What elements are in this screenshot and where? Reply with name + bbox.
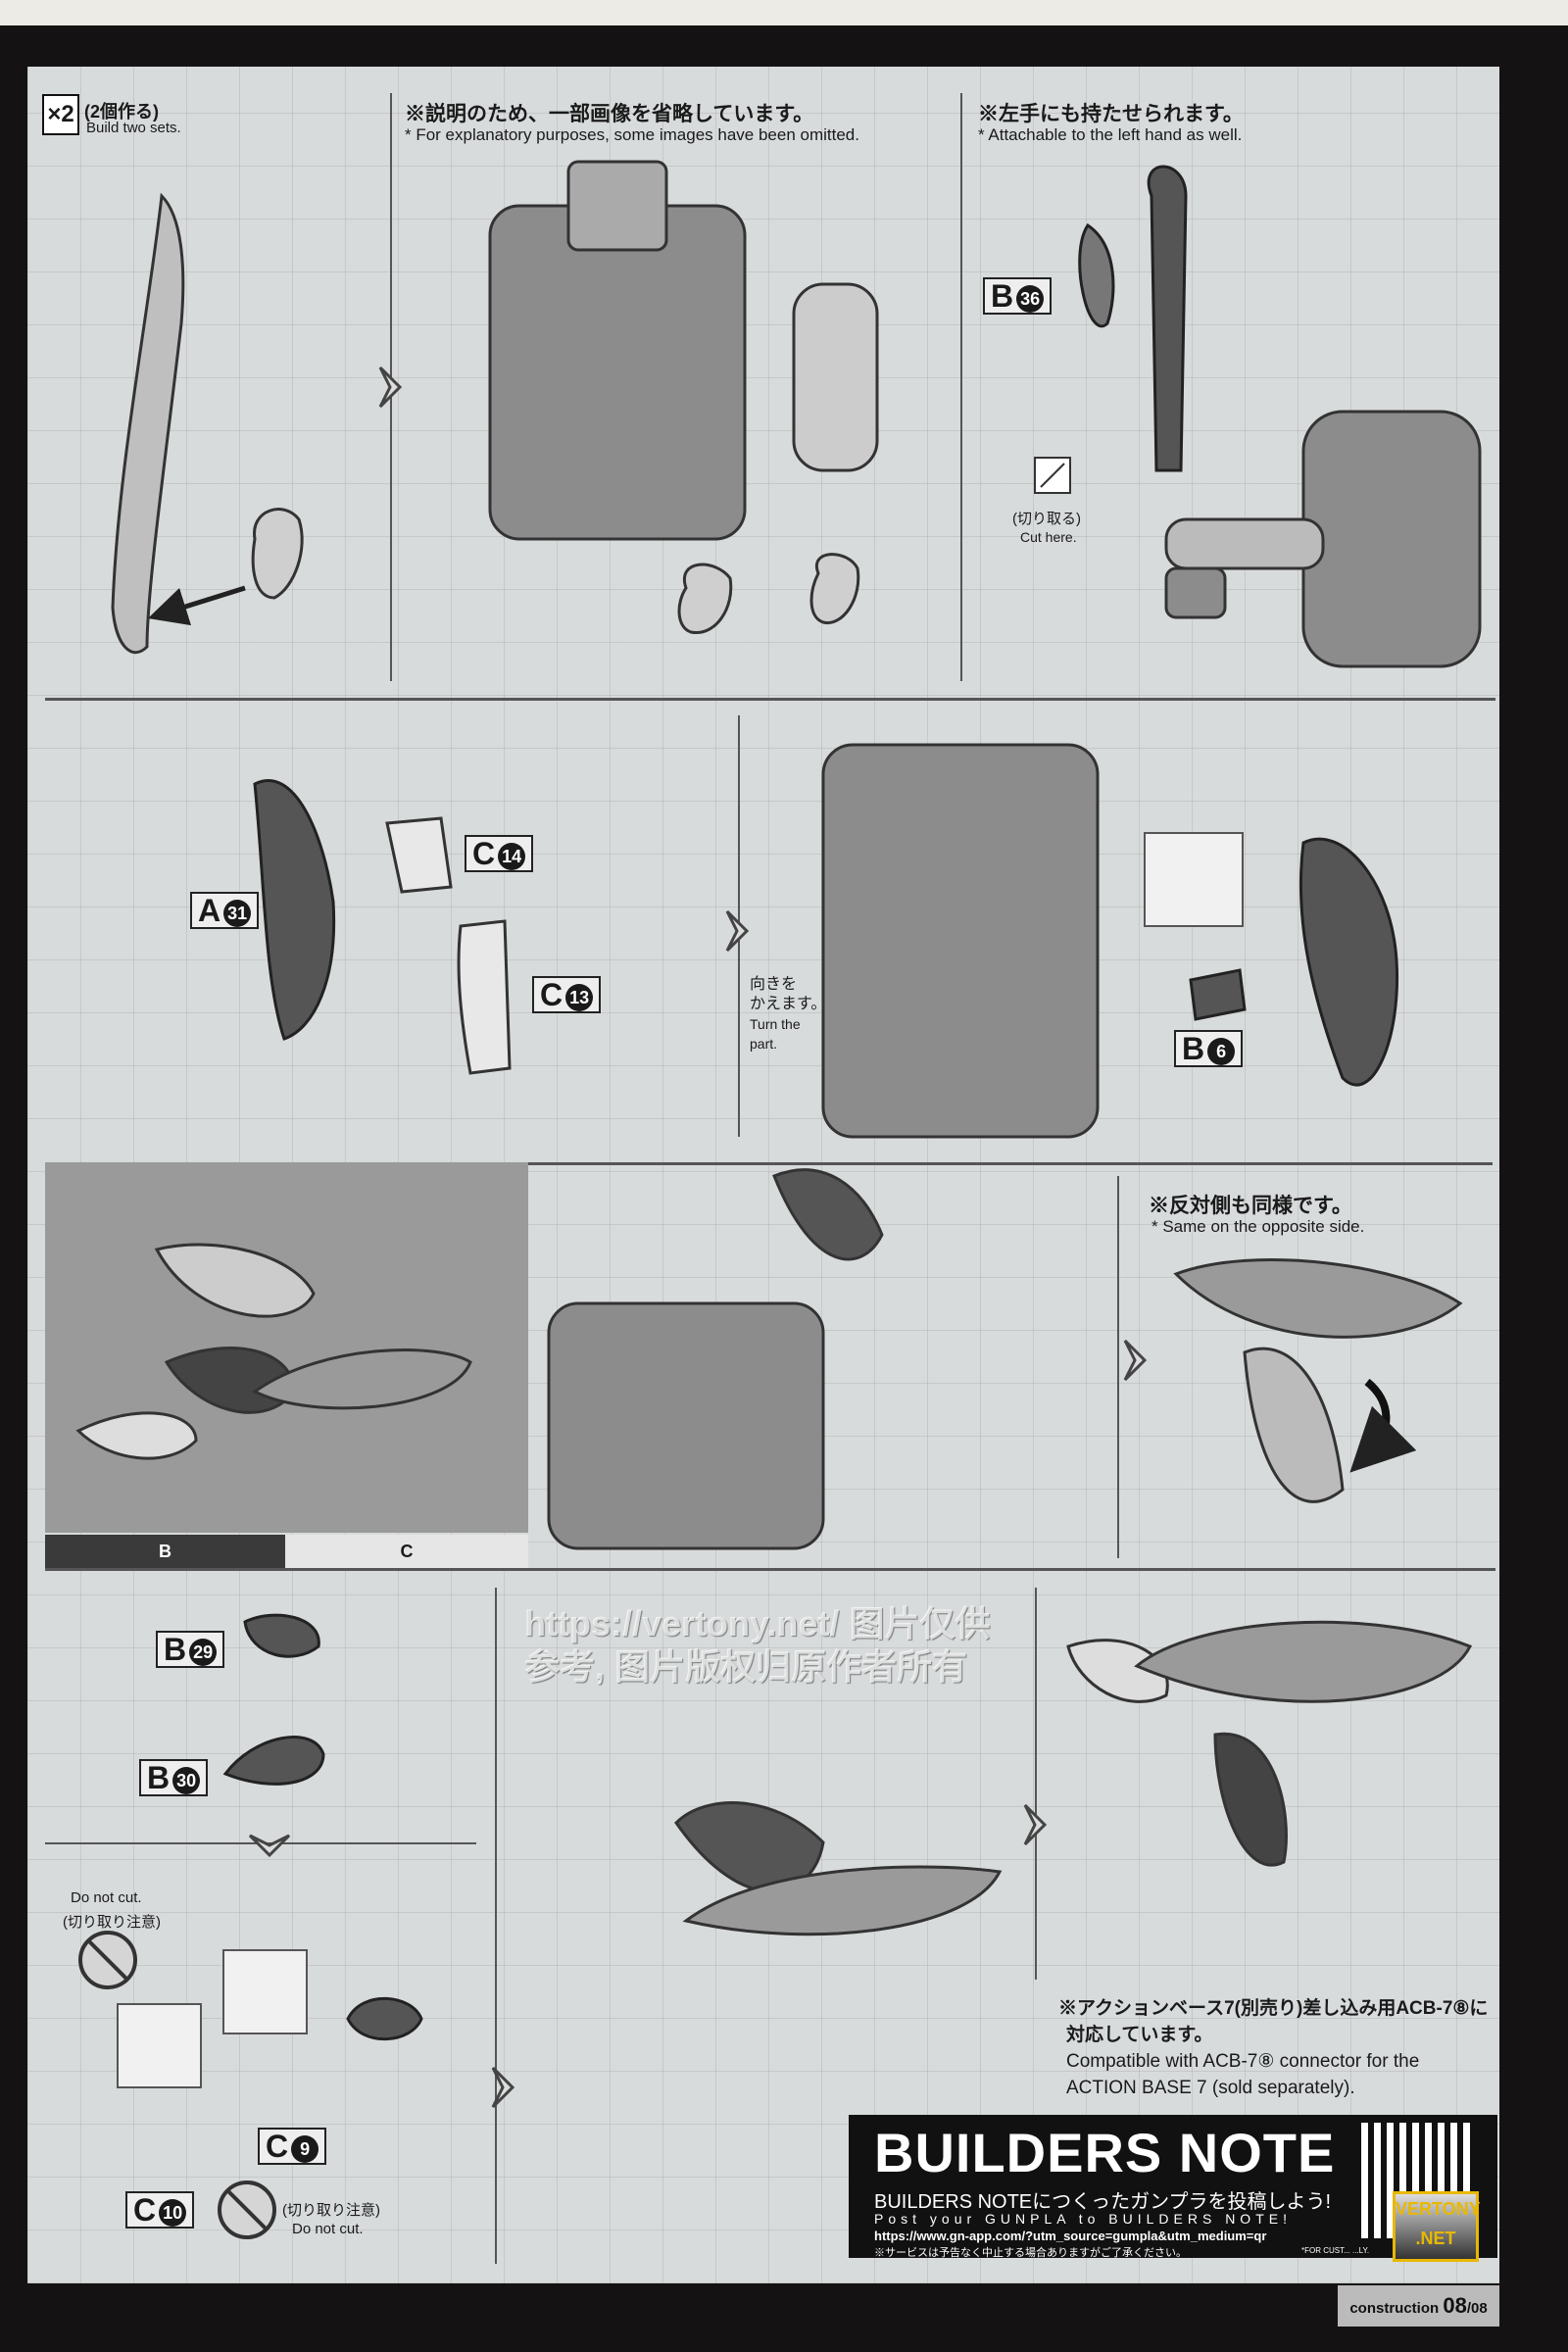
cut-here-jp: (切り取る) — [1012, 511, 1081, 527]
divider — [45, 698, 1495, 701]
do-not-cut-en: Do not cut. — [71, 1889, 142, 1906]
color-legend-c: C — [285, 1535, 528, 1568]
builders-note-url[interactable]: https://www.gn-app.com/?utm_source=gumpl… — [874, 2229, 1267, 2243]
armor-plates-illustration — [385, 816, 512, 1075]
qr-caption: *FOR CUST... ...LY. — [1301, 2246, 1370, 2255]
divider — [1035, 1588, 1037, 1980]
divider — [495, 1588, 497, 2264]
step-arrow-icon — [248, 366, 1148, 2109]
cut-here-en: Cut here. — [1020, 529, 1077, 545]
divider — [960, 93, 962, 681]
builders-note-banner[interactable]: BUILDERS NOTE BUILDERS NOTEにつくったガンプラを投稿し… — [849, 2115, 1497, 2262]
note-en: * Attachable to the left hand as well. — [978, 125, 1243, 144]
cut-here-icon — [1034, 457, 1071, 494]
build-count-en: Build two sets. — [86, 120, 181, 136]
note-en: * For explanatory purposes, some images … — [405, 125, 859, 144]
page-number: construction 08/08 — [1338, 2285, 1499, 2327]
builders-note-jp: BUILDERS NOTEにつくったガンプラを投稿しよう! — [874, 2191, 1332, 2213]
build-count-jp: (2個作る) — [84, 102, 159, 122]
divider — [45, 1568, 1495, 1571]
note-jp: ※左手にも持たせられます。 — [978, 103, 1244, 125]
sword-illustration — [111, 192, 185, 655]
do-not-cut-jp: (切り取り注意) — [63, 1914, 161, 1931]
note-jp: ※説明のため、一部画像を省略しています。 — [405, 103, 814, 125]
builders-note-notice: ※サービスは予告なく中止する場合ありますがご了承ください。 — [874, 2247, 1187, 2259]
robot-illustration — [488, 160, 1482, 1550]
turn-part-note: 向きを かえます。 Turn the part. — [750, 976, 827, 1052]
do-not-cut-icon — [78, 1931, 276, 2239]
do-not-cut-en: Do not cut. — [292, 2221, 364, 2237]
color-legend-b: B — [45, 1535, 285, 1568]
color-reference-box — [45, 1162, 528, 1533]
divider — [1117, 1176, 1119, 1558]
note-en: * Same on the opposite side. — [1152, 1217, 1365, 1236]
builders-note-logo: BUILDERS NOTE — [874, 2122, 1336, 2183]
do-not-cut-jp: (切り取り注意) — [282, 2202, 380, 2219]
inset-box-illustration — [117, 832, 1244, 2088]
rotate-arrow — [1349, 1378, 1417, 1473]
builders-note-en: Post your GUNPLA to BUILDERS NOTE! — [874, 2211, 1292, 2227]
note-jp: ※反対側も同様です。 — [1149, 1195, 1352, 1217]
multiplier-badge: ×2 — [42, 94, 79, 135]
vertony-badge: VERTONY .NET — [1393, 2191, 1481, 2262]
assembly-arrow — [147, 585, 246, 626]
divider — [517, 1162, 1493, 1165]
dark-parts-illustration — [222, 165, 1399, 2041]
watermark: https://vertony.net/ 图片仅供参考, 图片版权归原作者所有 — [524, 1603, 991, 1687]
ring-part-illustration — [251, 508, 860, 634]
action-base-note: ※アクションベース7(別売り)差し込み用ACB-7⑧に 対応しています。 Com… — [1058, 1998, 1489, 2098]
arm-assembly-illustration — [75, 1168, 1473, 1936]
